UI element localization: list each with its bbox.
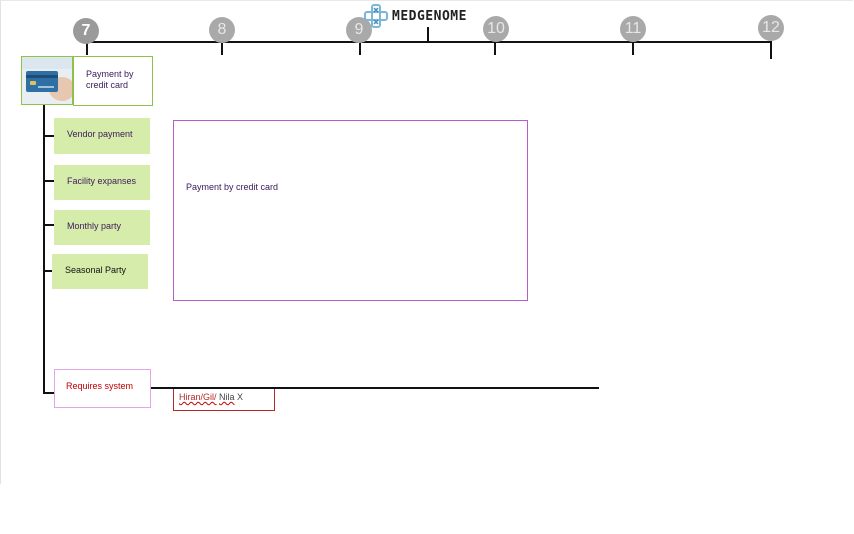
timeline-marker: 12 <box>758 15 784 41</box>
owner-name: Nila <box>219 392 235 402</box>
branch-connector <box>43 180 54 182</box>
branch-node-monthly-party[interactable]: Monthly party <box>54 210 150 245</box>
blank-area <box>0 484 854 534</box>
branch-connector <box>43 270 52 272</box>
timeline-marker: 10 <box>483 16 509 42</box>
timeline-tick <box>359 41 361 55</box>
timeline-tick <box>427 27 429 42</box>
timeline-tick <box>494 41 496 55</box>
requirement-node[interactable]: Requires system <box>54 369 151 408</box>
owner-suffix: X <box>234 392 244 402</box>
owner-prefix: Hiran/Gil/ <box>179 392 217 402</box>
owner-text: Hiran/Gil/ Nila X <box>179 392 243 402</box>
credit-card-image <box>21 56 73 105</box>
medgenome-logo: MEDGENOME <box>364 3 467 29</box>
branch-label: Facility expanses <box>67 176 137 186</box>
owner-box[interactable]: Hiran/Gil/ Nila X <box>173 389 275 411</box>
detail-box[interactable]: Payment by credit card <box>173 120 528 301</box>
tree-trunk <box>43 105 45 394</box>
branch-connector <box>43 224 54 226</box>
requirement-label: Requires system <box>66 381 134 391</box>
dna-cross-icon <box>364 4 388 28</box>
timeline-tick <box>221 41 223 55</box>
timeline-marker: 7 <box>73 18 99 44</box>
logo-text: MEDGENOME <box>392 8 467 24</box>
timeline-marker: 8 <box>209 17 235 43</box>
timeline-axis <box>87 41 772 43</box>
branch-label: Vendor payment <box>67 129 133 139</box>
branch-label: Seasonal Party <box>65 265 127 275</box>
timeline-marker: 11 <box>620 16 646 42</box>
timeline-marker: 9 <box>346 17 372 43</box>
detail-box-label: Payment by credit card <box>186 182 279 192</box>
branch-label: Monthly party <box>67 221 122 231</box>
branch-connector <box>43 135 54 137</box>
timeline-tick <box>632 41 634 55</box>
root-node-label: Payment by credit card <box>86 69 134 90</box>
branch-node-facility-expanses[interactable]: Facility expanses <box>54 165 150 200</box>
timeline-tick <box>86 41 88 55</box>
root-node[interactable]: Payment by credit card <box>73 56 153 106</box>
branch-connector <box>43 392 54 394</box>
branch-node-vendor-payment[interactable]: Vendor payment <box>54 118 150 154</box>
branch-node-seasonal-party[interactable]: Seasonal Party <box>52 254 148 289</box>
requirement-line <box>151 387 599 389</box>
timeline-tick <box>770 41 772 59</box>
